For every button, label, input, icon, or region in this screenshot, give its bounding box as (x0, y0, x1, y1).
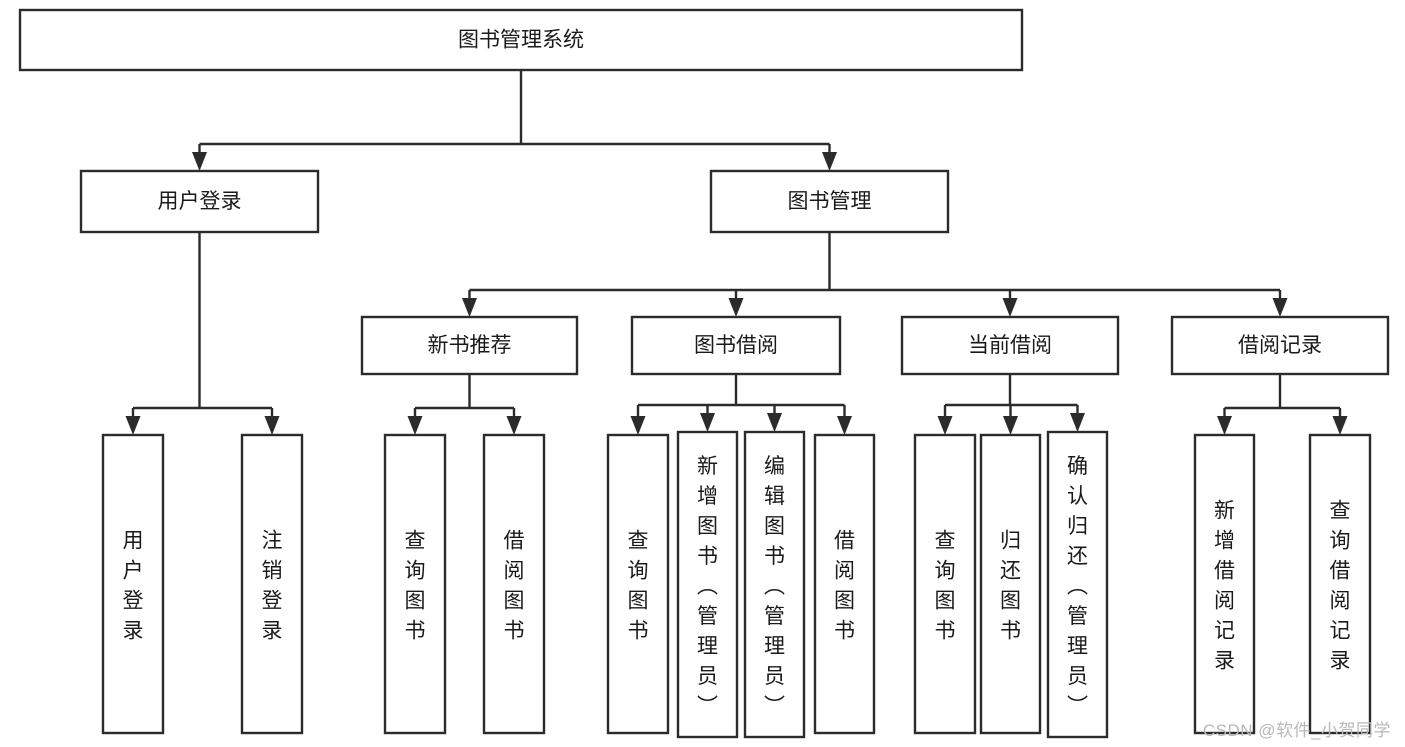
arrow-head-icon (1217, 416, 1232, 435)
arrow-head-icon (728, 298, 744, 317)
node-level3-new-book-recommend[interactable]: 新书推荐 (360, 315, 579, 376)
node-box[interactable] (743, 430, 806, 739)
arrow-head-icon (1003, 416, 1018, 435)
node-leaf-leaf-query-book-1[interactable]: 查询图书 (383, 433, 447, 735)
node-label: 查询借阅记录 (1330, 499, 1351, 672)
arrow-head-icon (837, 416, 852, 435)
node-box[interactable] (813, 433, 876, 735)
arrow-head-icon (700, 413, 715, 432)
connector-book-manage-to-level3 (462, 232, 1288, 317)
node-label: 当前借阅 (968, 334, 1052, 357)
node-box[interactable] (101, 433, 165, 735)
node-leaf-leaf-logout-login[interactable]: 注销登录 (240, 433, 304, 735)
node-label: 查询图书 (935, 529, 956, 642)
node-box[interactable] (1170, 315, 1390, 376)
node-box[interactable] (979, 433, 1042, 735)
node-label: 查询图书 (405, 529, 426, 642)
node-leaf-leaf-borrow-book-1[interactable]: 借阅图书 (482, 433, 546, 735)
node-label: 新增借阅记录 (1214, 499, 1235, 672)
arrow-head-icon (264, 416, 280, 435)
connector-current-borrow-to-leaves (937, 374, 1085, 435)
arrow-head-icon (125, 416, 141, 435)
node-box[interactable] (630, 315, 842, 376)
arrow-head-icon (1070, 413, 1085, 432)
connector-book-borrow-to-leaves (630, 374, 852, 435)
node-box[interactable] (606, 433, 670, 735)
arrow-head-icon (1332, 416, 1348, 435)
arrow-head-icon (822, 152, 837, 171)
node-box[interactable] (18, 8, 1024, 72)
connector-user-login-to-leaves (125, 232, 280, 435)
node-leaf-leaf-edit-book[interactable]: 编辑图书︵管理员︶ (743, 430, 806, 739)
node-leaf-leaf-query-borrow-record[interactable]: 查询借阅记录 (1308, 433, 1372, 735)
node-box[interactable] (900, 315, 1120, 376)
node-box[interactable] (79, 169, 320, 234)
arrow-head-icon (462, 298, 477, 317)
watermark-text: CSDN @软件_小贺同学 (1202, 721, 1391, 740)
node-label: 编辑图书︵管理员︶ (764, 455, 785, 718)
arrow-head-icon (1272, 298, 1288, 317)
arrow-head-icon (630, 416, 646, 435)
node-label: 图书管理 (788, 190, 872, 213)
arrow-head-icon (937, 416, 953, 435)
node-box[interactable] (676, 430, 739, 739)
node-box[interactable] (482, 433, 546, 735)
arrow-head-icon (767, 413, 782, 432)
arrow-head-icon (1002, 298, 1018, 317)
node-label: 查询图书 (628, 529, 649, 642)
node-box[interactable] (1308, 433, 1372, 735)
node-label: 注销登录 (262, 529, 283, 642)
node-root-root[interactable]: 图书管理系统 (18, 8, 1024, 72)
node-label: 图书借阅 (694, 334, 778, 357)
node-level2-book-manage[interactable]: 图书管理 (709, 169, 950, 234)
node-box[interactable] (360, 315, 579, 376)
node-box[interactable] (240, 433, 304, 735)
node-leaf-leaf-query-book-3[interactable]: 查询图书 (913, 433, 977, 735)
connector-borrow-record-to-leaves (1217, 374, 1348, 435)
node-label: 新书推荐 (428, 334, 512, 357)
node-leaf-leaf-return-book[interactable]: 归还图书 (979, 433, 1042, 735)
connector-root-to-level2 (192, 70, 837, 171)
node-level3-book-borrow[interactable]: 图书借阅 (630, 315, 842, 376)
node-box[interactable] (383, 433, 447, 735)
node-label: 用户登录 (123, 529, 144, 642)
node-label: 归还图书 (1000, 529, 1021, 642)
node-leaf-leaf-confirm-return[interactable]: 确认归还︵管理员︶ (1046, 430, 1109, 739)
node-level3-current-borrow[interactable]: 当前借阅 (900, 315, 1120, 376)
node-label: 借阅图书 (834, 529, 855, 642)
node-leaf-leaf-add-book[interactable]: 新增图书︵管理员︶ (676, 430, 739, 739)
node-level2-user-login[interactable]: 用户登录 (79, 169, 320, 234)
node-box[interactable] (913, 433, 977, 735)
node-box[interactable] (1046, 430, 1109, 739)
node-level3-borrow-record[interactable]: 借阅记录 (1170, 315, 1390, 376)
node-leaf-leaf-borrow-book-2[interactable]: 借阅图书 (813, 433, 876, 735)
node-label: 用户登录 (158, 190, 242, 213)
node-label: 图书管理系统 (458, 29, 584, 52)
node-label: 借阅图书 (504, 529, 525, 642)
node-leaf-leaf-query-book-2[interactable]: 查询图书 (606, 433, 670, 735)
node-box[interactable] (709, 169, 950, 234)
node-leaf-leaf-add-borrow-record[interactable]: 新增借阅记录 (1193, 433, 1256, 735)
node-leaf-leaf-user-login[interactable]: 用户登录 (101, 433, 165, 735)
arrow-head-icon (407, 416, 423, 435)
node-label: 借阅记录 (1238, 334, 1322, 357)
arrow-head-icon (192, 152, 207, 171)
node-label: 确认归还︵管理员︶ (1067, 455, 1088, 718)
node-label: 新增图书︵管理员︶ (697, 455, 718, 718)
arrow-head-icon (506, 416, 522, 435)
connector-new-book-recommend-to-leaves (407, 374, 522, 435)
node-box[interactable] (1193, 433, 1256, 735)
